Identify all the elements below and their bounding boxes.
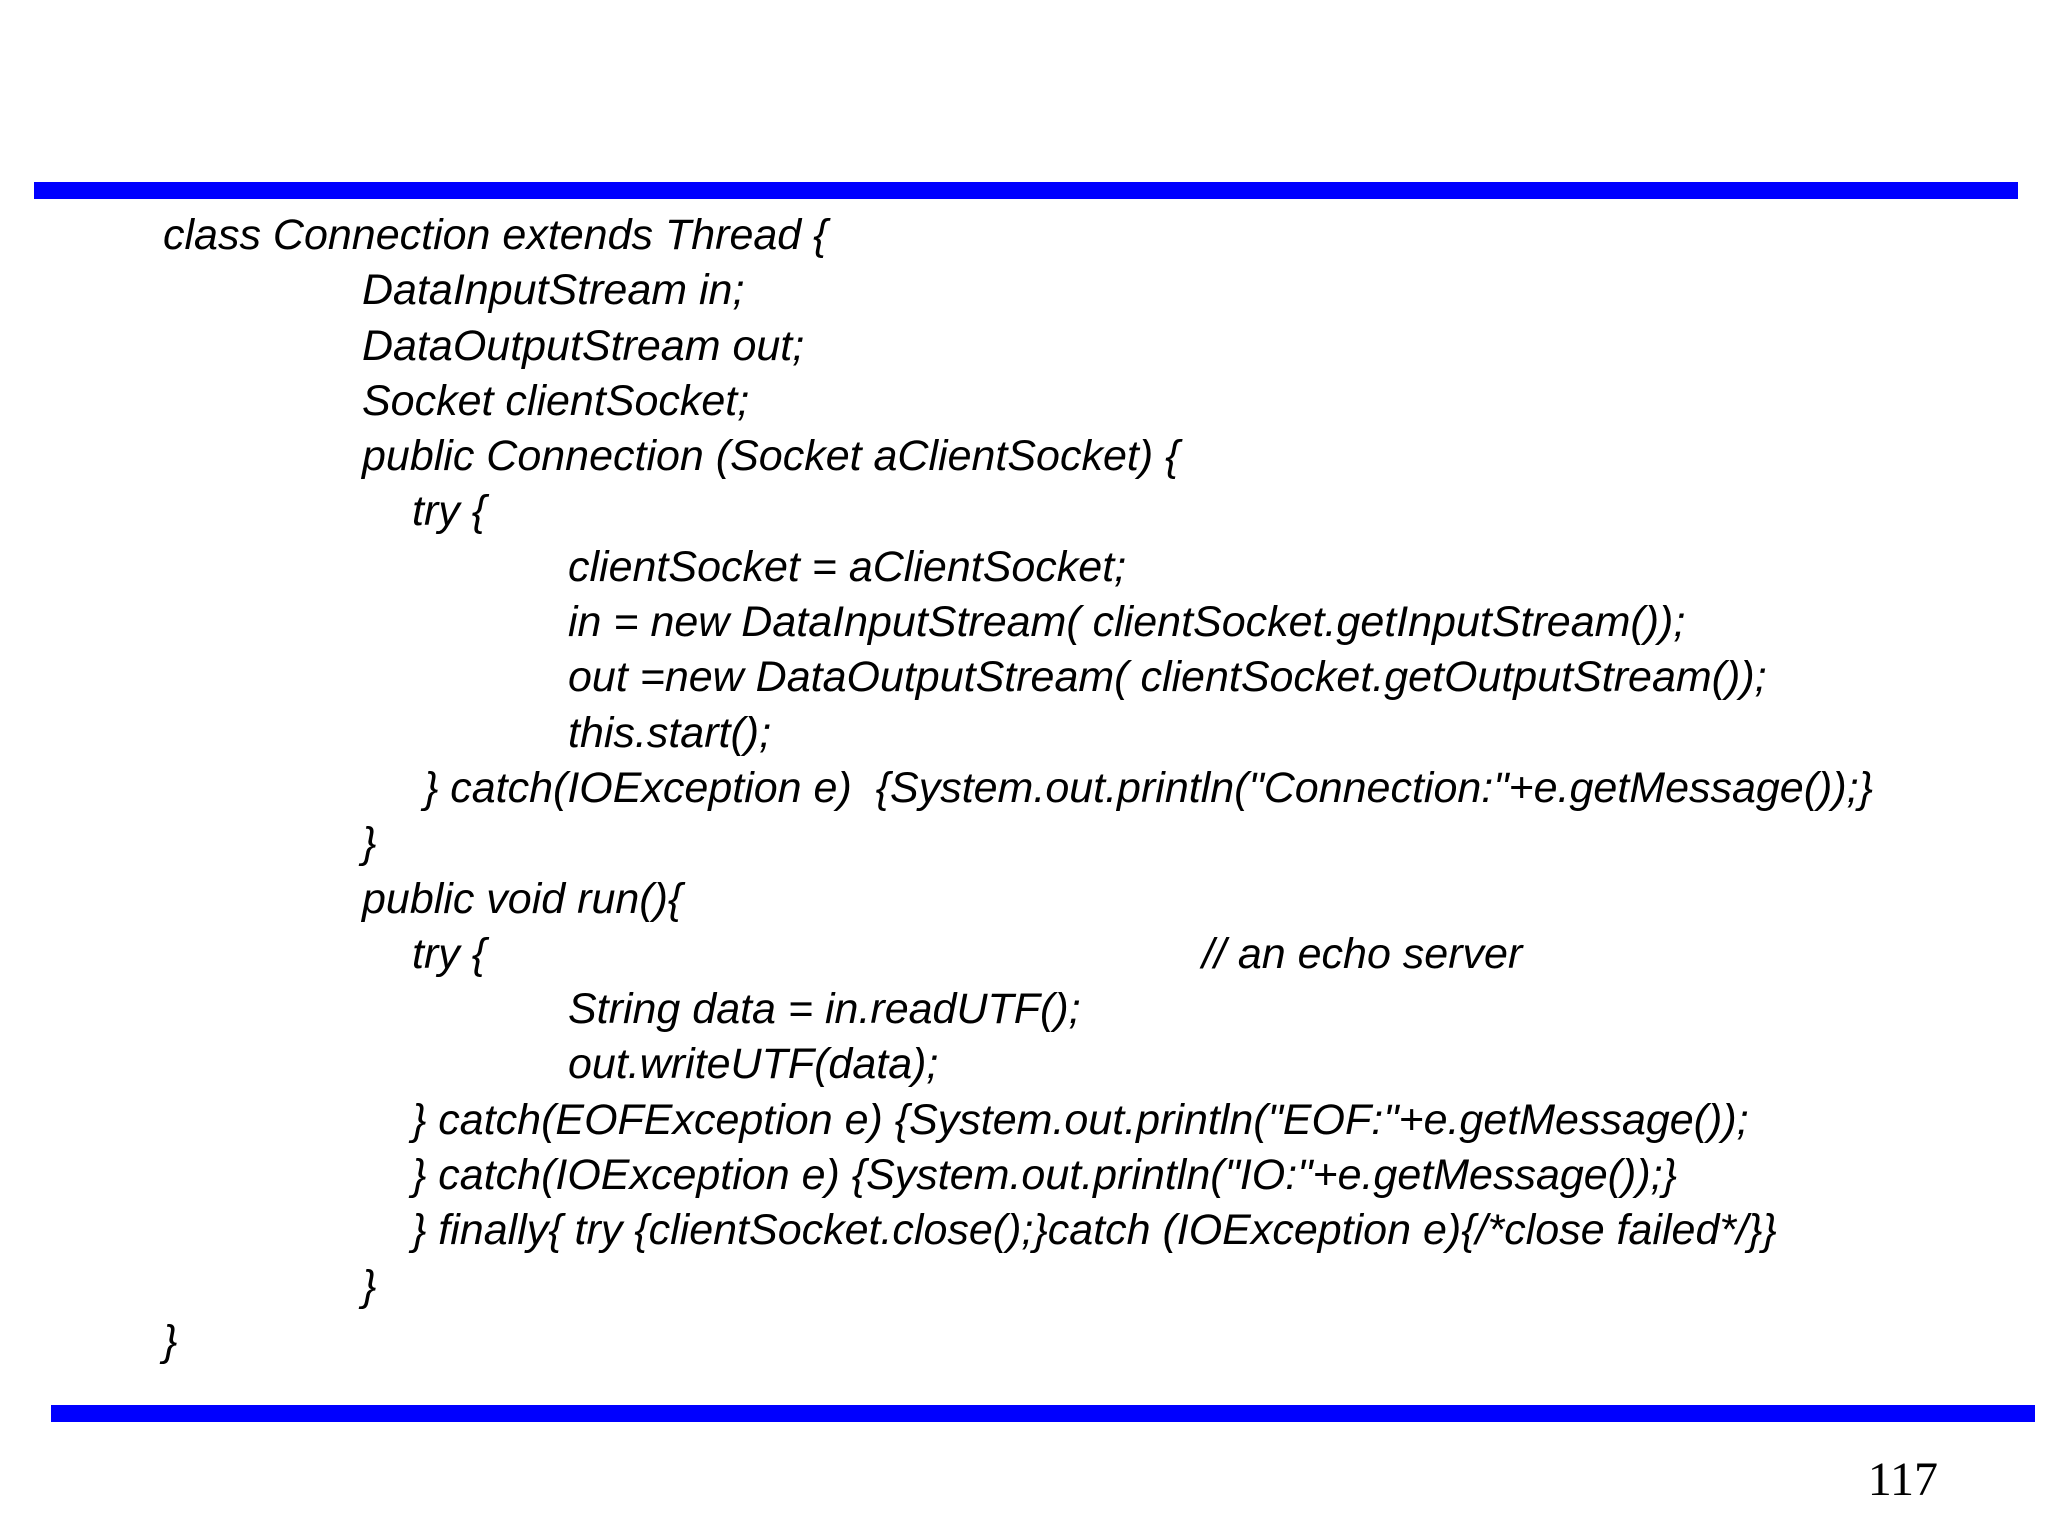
code-text: clientSocket = aClientSocket;	[568, 542, 1127, 591]
code-text: class Connection extends Thread {	[163, 211, 828, 259]
code-line: this.start();	[0, 706, 2048, 761]
bottom-divider	[51, 1405, 2035, 1422]
code-text: }	[163, 1316, 178, 1365]
code-comment: // an echo server	[1202, 929, 1523, 978]
code-text: String data = in.readUTF();	[568, 985, 1081, 1034]
code-line: clientSocket = aClientSocket;	[0, 540, 2048, 595]
code-text: out =new DataOutputStream( clientSocket.…	[568, 653, 1767, 702]
code-line: String data = in.readUTF();	[0, 982, 2048, 1037]
page-number: 117	[1867, 1453, 1938, 1506]
code-text: } catch(IOException e) {System.out.print…	[412, 1151, 1677, 1200]
code-block: class Connection extends Thread { DataInp…	[0, 208, 2048, 1369]
code-text: }	[362, 819, 377, 868]
code-text: } finally{ try {clientSocket.close();}ca…	[412, 1206, 1777, 1255]
code-text: } catch(IOException e) {System.out.print…	[412, 763, 1873, 812]
code-line: }	[0, 1314, 2048, 1369]
code-line: try {	[0, 484, 2048, 539]
code-line: }	[0, 816, 2048, 871]
code-line: } finally{ try {clientSocket.close();}ca…	[0, 1203, 2048, 1258]
code-text: }	[362, 1261, 377, 1310]
code-line: } catch(IOException e) {System.out.print…	[0, 1148, 2048, 1203]
code-line: DataOutputStream out;	[0, 319, 2048, 374]
code-text: } catch(EOFException e) {System.out.prin…	[412, 1095, 1749, 1144]
code-line: public void run(){	[0, 872, 2048, 927]
code-line: out.writeUTF(data);	[0, 1037, 2048, 1092]
code-text: DataInputStream in;	[362, 266, 745, 315]
top-divider	[34, 182, 2018, 199]
code-line: class Connection extends Thread {	[0, 208, 2048, 263]
code-line: in = new DataInputStream( clientSocket.g…	[0, 595, 2048, 650]
code-text: this.start();	[568, 708, 772, 757]
code-line: out =new DataOutputStream( clientSocket.…	[0, 650, 2048, 705]
code-line: Socket clientSocket;	[0, 374, 2048, 429]
code-text: try {	[412, 487, 487, 536]
code-line: public Connection (Socket aClientSocket)…	[0, 429, 2048, 484]
code-line: DataInputStream in;	[0, 263, 2048, 318]
code-text: out.writeUTF(data);	[568, 1040, 939, 1089]
code-text: in = new DataInputStream( clientSocket.g…	[568, 598, 1686, 647]
code-text: Socket clientSocket;	[362, 376, 750, 425]
code-text: public void run(){	[362, 874, 683, 923]
code-line: } catch(IOException e) {System.out.print…	[0, 761, 2048, 816]
code-text: try {	[412, 929, 487, 978]
code-text: public Connection (Socket aClientSocket)…	[362, 432, 1180, 481]
code-text: DataOutputStream out;	[362, 321, 805, 370]
code-line: }	[0, 1259, 2048, 1314]
code-line: try { // an echo server	[0, 927, 2048, 982]
code-line: } catch(EOFException e) {System.out.prin…	[0, 1093, 2048, 1148]
